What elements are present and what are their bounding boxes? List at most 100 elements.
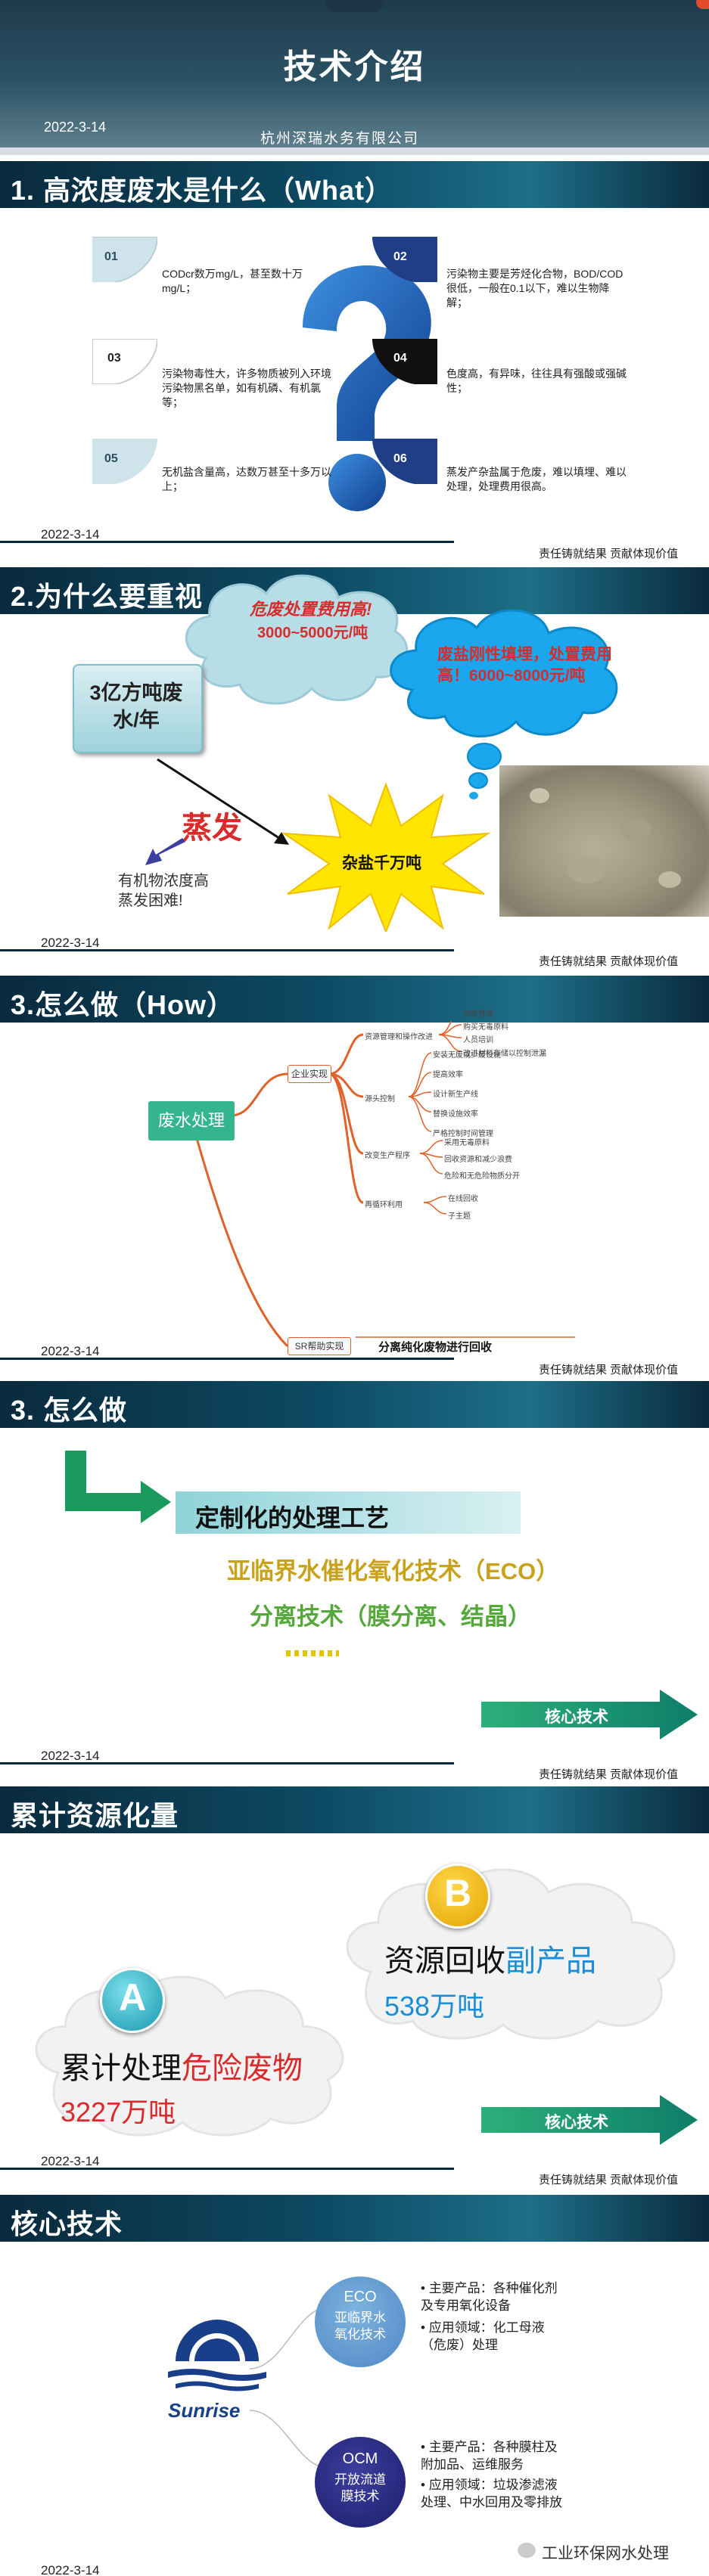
slide-why: 2.为什么要重视 危废处置费用高! 3000~5000元/吨 废盐刚性填埋，处置… — [0, 567, 709, 972]
slide-cumulative: 累计资源化量 B 资源回收副产品 538万吨 A 累计处理危险废物 3227万吨… — [0, 1786, 709, 2191]
process-bar-label: 定制化的处理工艺 — [195, 1504, 390, 1532]
mindmap-lines — [195, 1021, 575, 1348]
arrow-down-left-icon — [145, 838, 185, 865]
hazardous-waste-label-pre: 累计处理 — [61, 2052, 182, 2085]
number-label-01: 01 — [104, 250, 118, 263]
footer-motto: 责任铸就结果 贡献体现价值 — [539, 1364, 679, 1376]
item-text-04: 色度高，有异味，往往具有强酸或强碱性； — [446, 368, 627, 394]
slide-core-tech: 核心技术 Sunrise ECO 亚临界水氧化技术 OCM 开放流道膜技术 • … — [0, 2195, 709, 2576]
mindmap-sub-source: 源头控制 — [365, 1095, 395, 1103]
cover-top-bar — [325, 0, 384, 12]
salt-grain — [620, 818, 651, 841]
cover-slide: 技术介绍 2022-3-14 杭州深瑞水务有限公司 — [0, 0, 709, 155]
cover-date: 2022-3-14 — [44, 119, 107, 135]
mindmap-leaf: 替换设施效率 — [433, 1110, 478, 1119]
question-mark-icon — [303, 265, 431, 511]
mindmap-sub-recycle: 再循环利用 — [365, 1201, 403, 1209]
item-text-05: 无机盐含量高，达数万甚至十多万以上； — [162, 466, 331, 492]
close-icon[interactable] — [696, 0, 709, 9]
sunrise-logo-text: Sunrise — [168, 2399, 241, 2422]
slide-header: 3.怎么做（How） — [0, 976, 709, 1023]
bullet-icon: • — [421, 2320, 429, 2335]
mindmap-leaf: 设计新生产线 — [433, 1091, 478, 1099]
number-label-02: 02 — [393, 250, 407, 263]
watermark: 工业环保网水处理 — [542, 2545, 669, 2562]
footer-line — [0, 541, 454, 543]
slide-header: 累计资源化量 — [0, 1786, 709, 1833]
eco-tech-line: 亚临界水催化氧化技术（ECO） — [227, 1558, 560, 1584]
core-tech-button-label[interactable]: 核心技术 — [545, 1709, 608, 1726]
eco-circle[interactable] — [315, 2277, 406, 2367]
cover-banner — [0, 0, 709, 147]
mindmap-branch-enterprise[interactable]: 企业实现 — [288, 1065, 331, 1083]
footer-date: 2022-3-14 — [41, 1344, 100, 1358]
cloud-bubble-icon — [467, 743, 502, 799]
sunrise-logo — [168, 2320, 266, 2391]
footer-line — [0, 2168, 454, 2170]
ocm-circle-title: OCM — [342, 2450, 378, 2467]
mindmap-leaf: 安装无废或少废设施 — [433, 1051, 501, 1060]
bullet-icon: • — [421, 2478, 429, 2492]
item-text-03: 污染物毒性大，许多物质被列入环境污染物黑名单，如有机磷、有机氯等； — [162, 368, 331, 408]
mindmap-leaf: 回收资源和减少浪费 — [444, 1156, 512, 1164]
evaporation-desc-2: 蒸发困难! — [118, 892, 183, 909]
number-label-04: 04 — [393, 352, 407, 365]
loading-dots — [286, 1650, 339, 1656]
mindmap-root[interactable]: 废水处理 — [148, 1101, 235, 1141]
footer-date: 2022-3-14 — [41, 936, 100, 950]
ocm-circle[interactable] — [315, 2437, 406, 2528]
mindmap-branch-sr[interactable]: SR帮助实现 — [288, 1337, 351, 1355]
ocm-bullet-1: • 主要产品：各种膜柱及附加品、运维服务 — [421, 2438, 564, 2473]
wastewater-volume-box — [73, 664, 203, 753]
eco-bullet-2: • 应用领域：化工母液（危废）处理 — [421, 2319, 564, 2354]
mindmap-leaf: 人员培训 — [463, 1036, 493, 1044]
cloud1-line2: 3000~5000元/吨 — [257, 625, 368, 641]
badge-a-letter: A — [118, 1976, 147, 2019]
ocm-bullet-1-text: 主要产品：各种膜柱及附加品、运维服务 — [421, 2440, 558, 2472]
number-badge-06 — [372, 439, 437, 484]
mindmap-leaf: 严格控制时间管理 — [433, 1130, 493, 1138]
slide-header: 3. 怎么做 — [0, 1381, 709, 1428]
mindmap-leaf: 在线回收 — [448, 1195, 478, 1203]
footer-motto: 责任铸就结果 贡献体现价值 — [539, 1768, 679, 1781]
number-label-06: 06 — [393, 452, 407, 465]
resource-recovery-label-em: 副产品 — [505, 1944, 596, 1978]
ocm-bullet-2: • 应用领域：垃圾渗滤液处理、中水回用及零排放 — [421, 2476, 564, 2511]
footer-motto: 责任铸就结果 贡献体现价值 — [539, 955, 679, 968]
bullet-icon: • — [421, 2440, 429, 2454]
process-bar — [176, 1491, 521, 1534]
badge-b — [425, 1864, 490, 1929]
resource-recovery-label: 资源回收副产品 — [384, 1936, 596, 1980]
wechat-icon — [518, 2543, 536, 2558]
salt-grain — [568, 856, 605, 883]
slide-heading: 3.怎么做（How） — [11, 989, 235, 1020]
mindmap-sub-resource: 资源管理和操作改进 — [365, 1033, 433, 1041]
resource-recovery-value: 538万吨 — [384, 1991, 485, 2022]
starburst-text: 杂盐千万吨 — [342, 855, 421, 872]
footer-date: 2022-3-14 — [41, 2563, 100, 2576]
slide-how-core: 3. 怎么做 定制化的处理工艺 亚临界水催化氧化技术（ECO） 分离技术（膜分离… — [0, 1381, 709, 1782]
hazardous-waste-label: 累计处理危险废物 — [61, 2044, 303, 2087]
mindmap-leaf: 提高效率 — [433, 1071, 463, 1079]
core-tech-button-label[interactable]: 核心技术 — [545, 2114, 608, 2131]
bent-arrow-icon — [65, 1451, 171, 1523]
slide-heading: 1. 高浓度废水是什么（What） — [11, 175, 393, 206]
ocm-bullet-2-text: 应用领域：垃圾渗滤液处理、中水回用及零排放 — [421, 2478, 562, 2509]
core-tech-button[interactable] — [481, 1690, 698, 1740]
cover-title: 技术介绍 — [283, 48, 426, 85]
footer-date: 2022-3-14 — [41, 2154, 100, 2168]
eco-circle-sub: 亚临界水氧化技术 — [334, 2311, 386, 2342]
slide-heading: 核心技术 — [11, 2208, 123, 2239]
core-tech-button[interactable] — [481, 2095, 698, 2145]
slide-heading: 3. 怎么做 — [11, 1395, 128, 1426]
number-badge-02 — [372, 237, 437, 282]
slide-header: 核心技术 — [0, 2195, 709, 2242]
cover-company: 杭州深瑞水务有限公司 — [260, 131, 420, 147]
slide-heading: 累计资源化量 — [11, 1800, 179, 1831]
number-label-03: 03 — [107, 352, 121, 365]
number-badge-03 — [92, 339, 157, 384]
footer-line — [0, 1358, 454, 1360]
connector-lines — [250, 2308, 322, 2468]
eco-bullet-1-text: 主要产品：各种催化剂及专用氧化设备 — [421, 2281, 558, 2313]
cloud-salt-cost — [390, 609, 618, 738]
